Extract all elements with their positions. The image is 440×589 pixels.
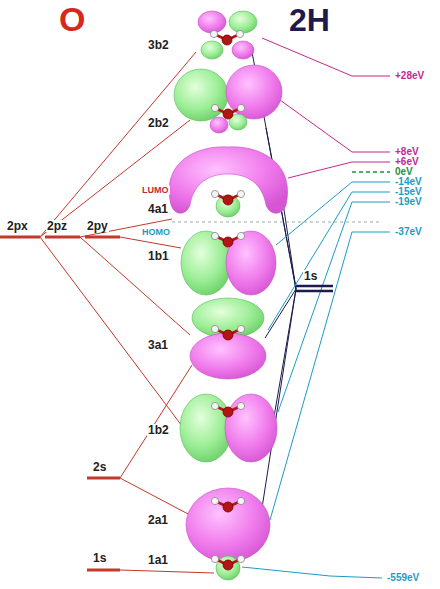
- energy-value: -19eV: [394, 197, 423, 207]
- oxygen-correlation-lines: [40, 52, 214, 573]
- frontier-label: HOMO: [141, 228, 171, 237]
- level-bar: [0, 236, 40, 239]
- hydrogen-level: [296, 286, 333, 291]
- orbital-3b2-part: [232, 41, 254, 59]
- energy-leader: [278, 202, 390, 412]
- orbital-1b2: [180, 394, 277, 462]
- homo-lumo-divider: [172, 222, 382, 223]
- energy-leader: [280, 100, 390, 152]
- energy-value: +8eV: [394, 147, 420, 157]
- level-label: 2px: [6, 220, 29, 232]
- atom-symbol: O: [58, 2, 86, 36]
- correlation-line: [40, 52, 196, 237]
- orbital-3b2: [198, 11, 257, 59]
- orbital-3b2-part: [201, 41, 223, 59]
- orbital-2b2: [174, 65, 282, 133]
- energy-leader: [242, 567, 382, 578]
- energy-leader: [288, 162, 390, 178]
- orbital-label: 2b2: [147, 117, 170, 129]
- level-label: 2py: [86, 220, 109, 232]
- correlation-line: [120, 237, 181, 248]
- orbital-3b2-part: [210, 30, 243, 45]
- zero-level: [352, 171, 390, 173]
- energy-leader: [270, 232, 390, 520]
- correlation-line: [40, 120, 190, 237]
- orbital-1b1: [181, 231, 276, 295]
- orbital-4a1: [169, 147, 287, 217]
- orbital-label: 3a1: [147, 339, 169, 351]
- orbital-label: 1b1: [147, 250, 170, 262]
- level-label: 2s: [92, 461, 107, 473]
- orbital-3a1-part: [211, 325, 244, 340]
- level-bar: [296, 290, 333, 293]
- orbital-3a1: [190, 298, 266, 379]
- energy-value: 0eV: [394, 167, 414, 177]
- level-bar: [87, 569, 120, 572]
- orbital-label: 2a1: [147, 514, 169, 526]
- energy-value: -14eV: [394, 177, 423, 187]
- level-label: 2pz: [46, 220, 68, 232]
- energy-value: -559eV: [386, 573, 420, 583]
- energy-leader: [262, 38, 390, 76]
- energy-leader: [276, 182, 390, 245]
- correlation-line: [80, 237, 190, 335]
- orbital-4a1-part: [211, 190, 244, 205]
- frontier-label: LUMO: [141, 186, 170, 195]
- orbital-label: 3b2: [147, 39, 170, 51]
- orbital-2a1-part: [211, 497, 244, 512]
- orbital-1b2-part: [225, 394, 277, 462]
- level-bar: [45, 236, 80, 239]
- orbital-label: 1b2: [147, 424, 170, 436]
- orbital-label: 1a1: [147, 554, 169, 566]
- orbital-1b1-part: [211, 232, 244, 247]
- atom-symbol: 2H: [288, 4, 331, 36]
- level-label: 1s: [303, 270, 318, 282]
- orbital-label: 4a1: [147, 203, 169, 215]
- correlation-line: [120, 478, 190, 515]
- level-bar: [296, 285, 333, 288]
- orbital-4a1-part: [169, 147, 287, 213]
- orbital-1a1-part: [211, 555, 244, 570]
- energy-value: +6eV: [394, 157, 420, 167]
- orbital-2a1-part: [186, 488, 270, 562]
- level-bar: [87, 477, 120, 480]
- correlation-line: [283, 203, 296, 289]
- orbital-3b2-part: [229, 11, 257, 33]
- energy-leader: [268, 192, 390, 330]
- orbital-1a1: [211, 555, 244, 580]
- energy-leaders-antibonding: [262, 38, 390, 178]
- level-bar: [85, 236, 120, 239]
- energy-value: -37eV: [394, 227, 423, 237]
- correlation-line: [80, 219, 172, 237]
- level-label: 1s: [92, 552, 107, 564]
- oxygen-levels: [0, 237, 120, 570]
- orbital-2b2-part: [174, 69, 228, 121]
- orbital-2a1: [186, 488, 270, 562]
- correlation-line: [262, 289, 296, 508]
- orbital-1b2-part: [180, 394, 232, 462]
- orbital-1b2-part: [211, 402, 244, 417]
- correlation-line: [120, 570, 214, 573]
- orbital-2b2-part: [211, 104, 244, 119]
- energy-value: +28eV: [394, 71, 425, 81]
- energy-value: -15eV: [394, 187, 423, 197]
- orbital-2b2-part: [210, 117, 228, 133]
- orbital-3b2-part: [198, 11, 226, 33]
